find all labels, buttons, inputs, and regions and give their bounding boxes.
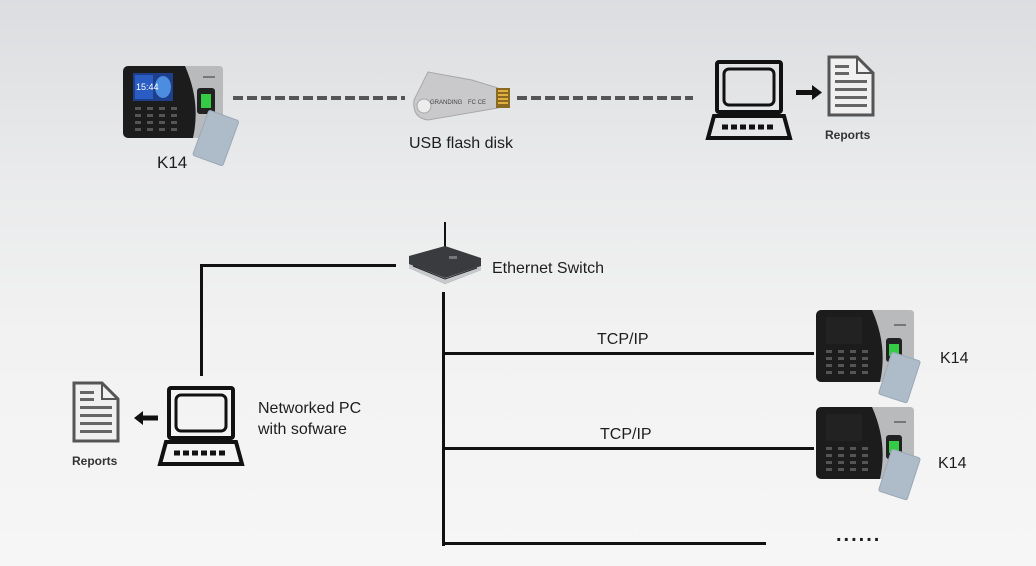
arrow-left-icon [134, 411, 158, 425]
pc-uplink-horizontal [200, 264, 396, 267]
dashed-connector-left [233, 96, 405, 100]
reports-label-bottom: Reports [72, 454, 118, 468]
attendance-terminal-icon [816, 407, 921, 501]
link-line-2 [442, 447, 814, 450]
k14-label-link-2: K14 [938, 455, 967, 472]
k14-device-link-1 [816, 310, 926, 405]
switch-trunk-vertical [442, 292, 445, 546]
svg-text:FC CE: FC CE [468, 100, 486, 106]
device-screen-time: 15:44 [136, 82, 159, 92]
laptop-icon-networked-pc [157, 386, 245, 466]
switch-antenna [444, 222, 446, 252]
usb-brand-text: GRANDING [430, 100, 463, 106]
link-line-3 [442, 542, 766, 545]
ethernet-switch-icon [409, 246, 481, 284]
report-document-icon-bottom [72, 381, 120, 443]
k14-device-link-2 [816, 407, 926, 502]
k14-label-link-1: K14 [940, 350, 969, 367]
usb-key-icon: GRANDING FC CE [413, 71, 510, 121]
reports-label-top: Reports [825, 128, 871, 142]
attendance-terminal-icon: 15:44 [123, 66, 240, 166]
usb-flash-disk-label: USB flash disk [409, 135, 514, 152]
attendance-terminal-icon [816, 310, 921, 404]
networked-pc-label-line2: with sofware [258, 421, 347, 438]
tcpip-label-1: TCP/IP [597, 331, 649, 348]
k14-device-top: 15:44 [123, 66, 240, 166]
laptop-icon-top [705, 60, 793, 140]
tcpip-label-2: TCP/IP [600, 426, 652, 443]
pc-uplink-vertical [200, 264, 203, 376]
k14-label-top: K14 [157, 153, 188, 172]
networked-pc-label-line1: Networked PC [258, 400, 362, 417]
arrow-right-icon [796, 85, 822, 100]
ethernet-switch-label: Ethernet Switch [492, 260, 605, 277]
link-line-1 [442, 352, 814, 355]
dashed-connector-right [517, 96, 693, 100]
more-devices-indicator: ...... [836, 524, 882, 546]
report-document-icon-top [827, 55, 875, 117]
